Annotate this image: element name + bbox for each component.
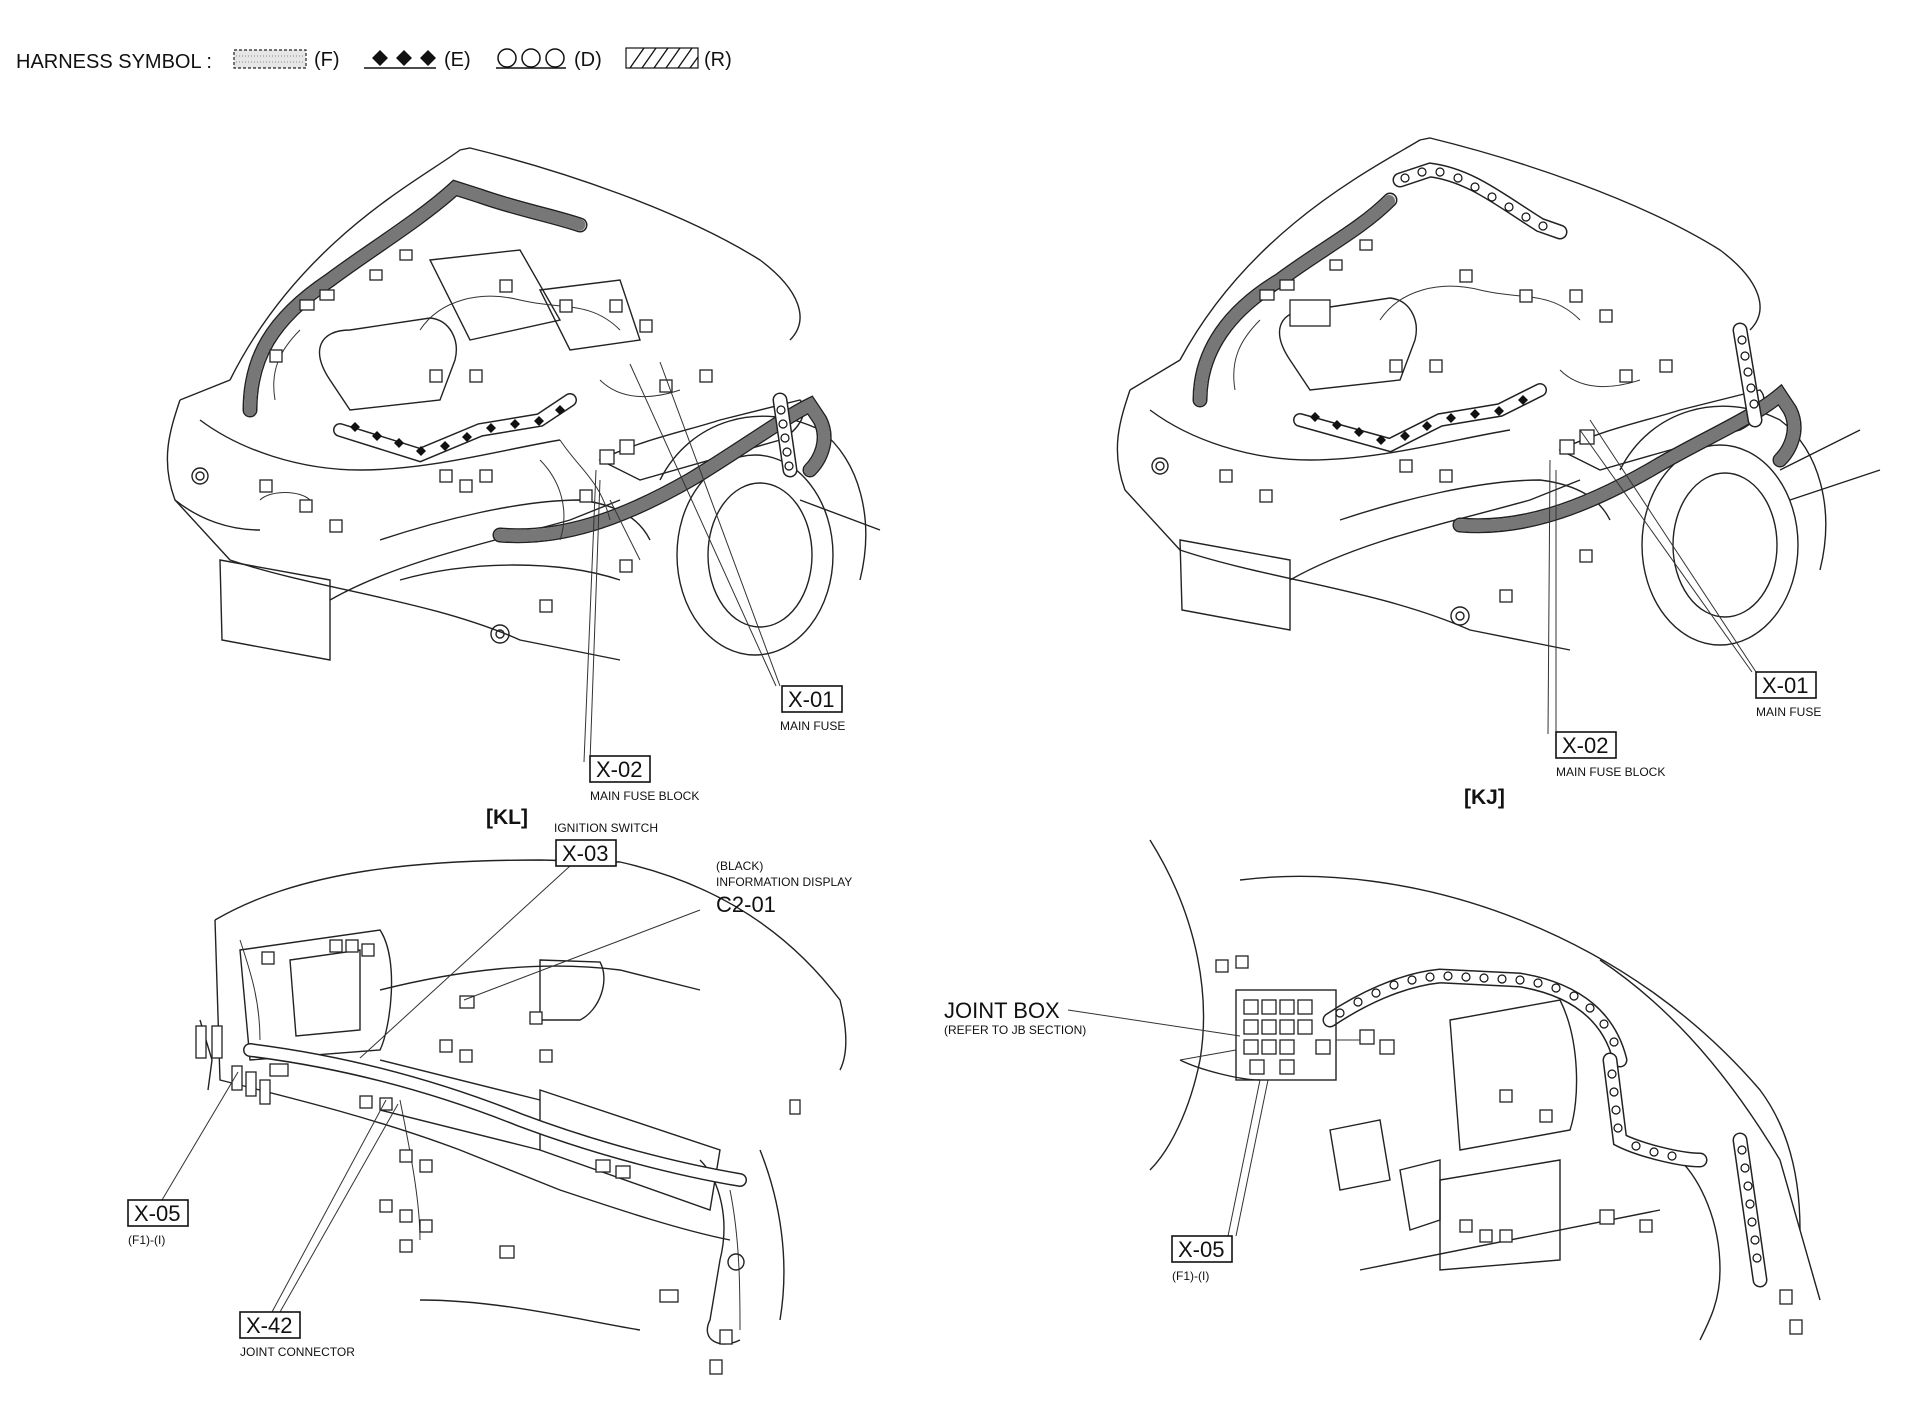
- kl-engine-bay-drawing: [166, 147, 881, 763]
- kj-engine-bay-drawing: [1116, 137, 1881, 735]
- callout-kj-x02[interactable]: X-02 MAIN FUSE BLOCK: [1555, 731, 1665, 779]
- callout-kj-x02-code: X-02: [1562, 733, 1608, 758]
- callout-c201-label-line2: INFORMATION DISPLAY: [716, 875, 852, 889]
- callout-x05-right-sub: (F1)-(I): [1172, 1269, 1209, 1283]
- legend-swatch-r: [625, 47, 699, 69]
- callout-x05-right[interactable]: X-05 (F1)-(I): [1171, 1235, 1233, 1283]
- legend-label-f: (F): [314, 49, 340, 71]
- left-dashboard-drawing: [161, 859, 847, 1375]
- callout-kj-x02-label: MAIN FUSE BLOCK: [1556, 765, 1665, 779]
- callout-c201-label-line1: (BLACK): [716, 859, 763, 873]
- callout-x42-code: X-42: [246, 1313, 292, 1338]
- right-dashboard-drawing: [1067, 839, 1821, 1341]
- callout-kl-x02-label: MAIN FUSE BLOCK: [590, 789, 699, 803]
- callout-x05-left-code: X-05: [134, 1201, 180, 1226]
- legend-swatch-e: [364, 50, 436, 69]
- callout-kl-x01-label: MAIN FUSE: [780, 719, 845, 733]
- view-label-kl: [KL]: [486, 806, 528, 829]
- callout-c201[interactable]: (BLACK) INFORMATION DISPLAY C2-01: [716, 859, 852, 917]
- callout-x05-right-code: X-05: [1178, 1237, 1224, 1262]
- callout-x42-label: JOINT CONNECTOR: [240, 1345, 355, 1359]
- callout-x03-label: IGNITION SWITCH: [554, 821, 658, 835]
- callout-joint-box[interactable]: JOINT BOX (REFER TO JB SECTION): [944, 998, 1086, 1037]
- callout-kl-x02[interactable]: X-02 MAIN FUSE BLOCK: [589, 755, 699, 803]
- callout-kl-x01-code: X-01: [788, 687, 834, 712]
- callout-c201-code: C2-01: [716, 892, 776, 917]
- callout-x05-left-sub: (F1)-(I): [128, 1233, 165, 1247]
- harness-legend: HARNESS SYMBOL : (F) (E) (D) (R): [16, 47, 732, 73]
- callout-joint-box-label: JOINT BOX: [944, 998, 1060, 1023]
- legend-title: HARNESS SYMBOL :: [16, 51, 212, 73]
- callout-x03[interactable]: IGNITION SWITCH X-03: [554, 821, 658, 867]
- callout-kj-x01-label: MAIN FUSE: [1756, 705, 1821, 719]
- view-label-kj: [KJ]: [1464, 786, 1505, 809]
- callout-kj-x01-code: X-01: [1762, 673, 1808, 698]
- callout-x03-code: X-03: [562, 841, 608, 866]
- legend-label-d: (D): [574, 49, 602, 71]
- callout-kl-x01[interactable]: X-01 MAIN FUSE: [780, 685, 845, 733]
- callout-joint-box-sub: (REFER TO JB SECTION): [944, 1023, 1086, 1037]
- legend-swatch-d: [496, 48, 566, 69]
- legend-label-r: (R): [704, 49, 732, 71]
- legend-label-e: (E): [444, 49, 471, 71]
- callout-x42[interactable]: X-42 JOINT CONNECTOR: [239, 1311, 355, 1359]
- legend-swatch-f: [233, 49, 307, 69]
- callout-kj-x01[interactable]: X-01 MAIN FUSE: [1755, 671, 1821, 719]
- callout-x05-left[interactable]: X-05 (F1)-(I): [127, 1199, 189, 1247]
- callout-kl-x02-code: X-02: [596, 757, 642, 782]
